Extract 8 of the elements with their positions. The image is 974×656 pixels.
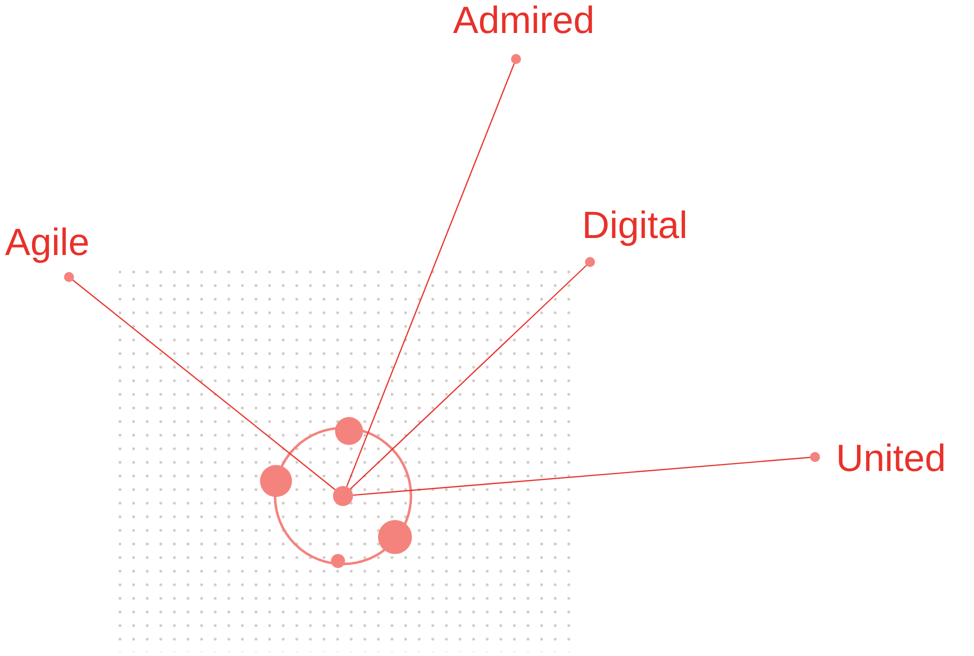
label-text: Admired: [453, 0, 594, 42]
leader-line: [352, 452, 820, 496]
leader-line: [350, 257, 595, 490]
leader-line: [64, 272, 336, 490]
leader-line: [346, 54, 521, 487]
label-text: Digital: [582, 205, 688, 247]
label-text: United: [836, 438, 946, 480]
label-text: Agile: [5, 222, 90, 264]
